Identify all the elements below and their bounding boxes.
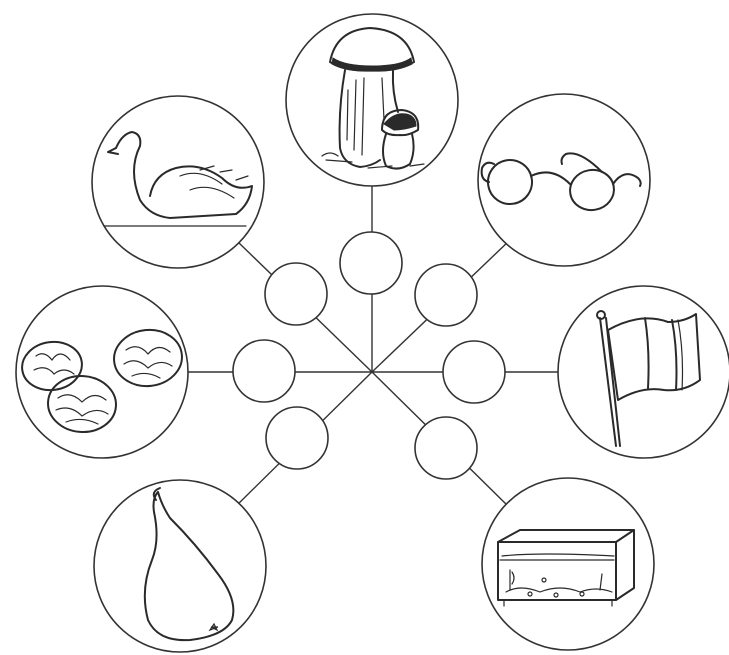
picture-circle-mushroom — [286, 14, 458, 186]
answer-circle-mushroom[interactable] — [340, 232, 402, 294]
picture-circle-walnuts — [16, 286, 188, 458]
picture-circle-aquarium — [482, 478, 654, 650]
answer-circle-aquarium[interactable] — [415, 417, 477, 479]
answer-circle-flag[interactable] — [443, 341, 505, 403]
picture-circle-flag — [558, 286, 729, 458]
picture-circle-pear — [94, 480, 266, 652]
picture-circle-swan — [92, 96, 264, 268]
answer-circle-glasses[interactable] — [415, 264, 477, 326]
answer-circle-walnuts[interactable] — [233, 340, 295, 402]
answer-circle-swan[interactable] — [265, 263, 327, 325]
answer-circle-pear[interactable] — [266, 407, 328, 469]
answer-circles — [233, 232, 505, 479]
